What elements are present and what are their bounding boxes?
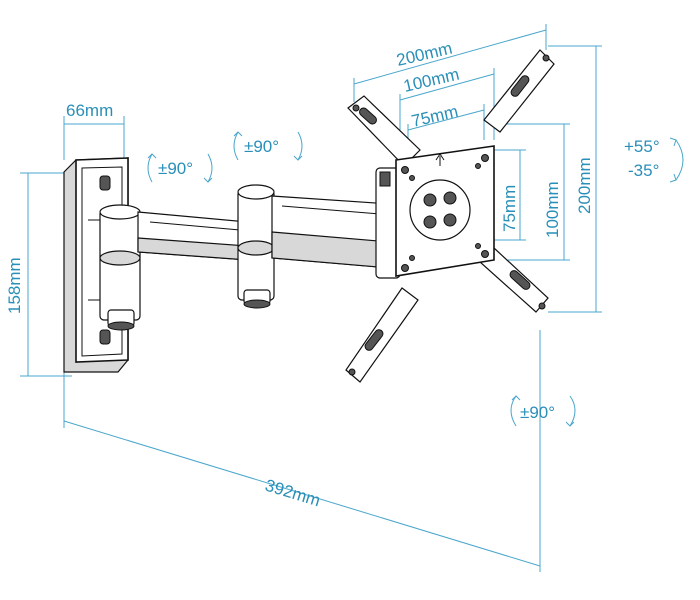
label-tilt-up: +55° bbox=[624, 137, 660, 156]
label-wall-plate-height: 158mm bbox=[5, 257, 24, 314]
middle-hinge bbox=[237, 184, 275, 309]
label-tilt-down: -35° bbox=[628, 161, 659, 180]
swivel-wall-arc-icon bbox=[147, 153, 213, 183]
label-vesa-200-top: 200mm bbox=[395, 39, 455, 70]
label-vesa-75-top: 75mm bbox=[410, 102, 460, 131]
tilt-arc-icon bbox=[669, 137, 684, 183]
dim-wall-plate-height bbox=[20, 172, 72, 377]
arm-second-segment bbox=[271, 195, 391, 269]
dim-vesa-100-side bbox=[498, 123, 570, 261]
dim-vesa-200-side bbox=[548, 45, 602, 313]
label-rotation: ±90° bbox=[520, 403, 555, 422]
rotation-arc-icon bbox=[510, 395, 576, 427]
dim-wall-plate-width bbox=[63, 116, 125, 160]
dim-vesa-200-top bbox=[353, 24, 547, 102]
label-extension: 392mm bbox=[263, 476, 323, 511]
vesa-plate bbox=[345, 49, 555, 383]
swivel-mid-arc-icon bbox=[233, 131, 303, 161]
label-vesa-100-side: 100mm bbox=[543, 181, 562, 238]
dim-extension bbox=[63, 330, 541, 572]
label-swivel-wall: ±90° bbox=[158, 159, 193, 178]
label-vesa-200-side: 200mm bbox=[575, 157, 594, 214]
arm-first-segment bbox=[137, 211, 249, 261]
label-wall-plate-width: 66mm bbox=[66, 101, 113, 120]
wall-hinge bbox=[99, 204, 141, 331]
tilt-head bbox=[375, 167, 401, 279]
label-vesa-75-side: 75mm bbox=[500, 185, 519, 232]
label-swivel-mid: ±90° bbox=[244, 137, 279, 156]
